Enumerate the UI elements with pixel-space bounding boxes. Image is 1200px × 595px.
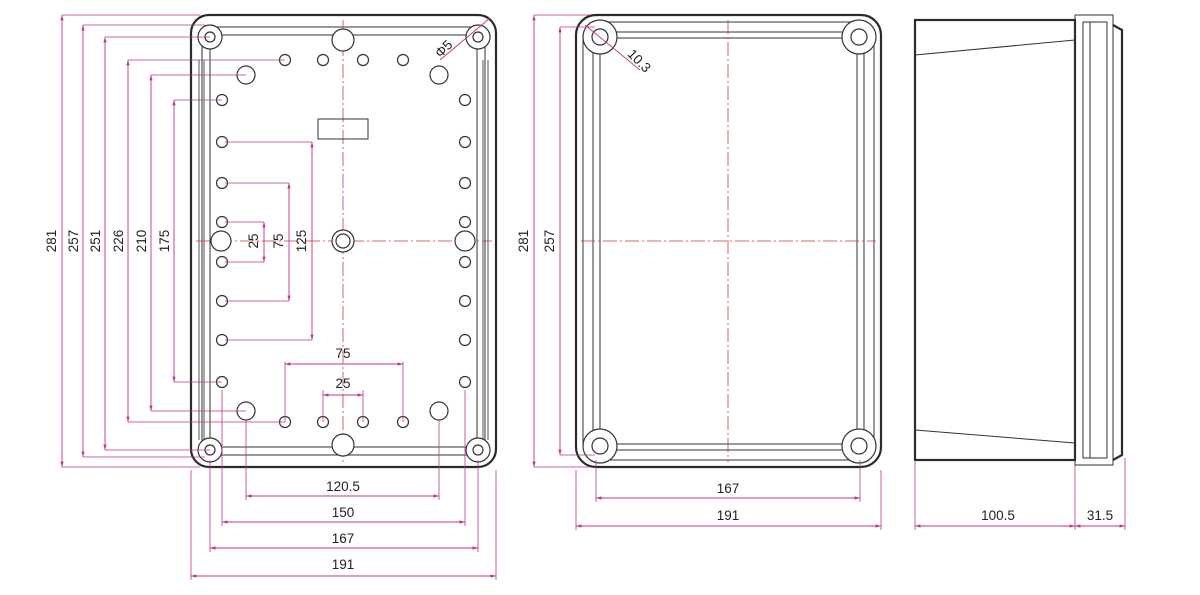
dim-226: 226 (111, 230, 126, 253)
small-hole (458, 215, 472, 229)
small-hole (356, 53, 370, 67)
small-hole (458, 93, 472, 107)
dim-125: 125 (294, 230, 309, 253)
dim-75-v: 75 (271, 233, 286, 248)
dim-281: 281 (44, 230, 59, 253)
front-height-dims (60, 14, 314, 468)
dim-25-v: 25 (246, 233, 261, 248)
small-hole (396, 53, 410, 67)
small-hole (458, 294, 472, 308)
front-view: 281 257 251 226 210 175 125 75 25 75 25 … (44, 13, 498, 580)
dim-257: 257 (66, 230, 81, 253)
open-view: 10.3 281 257 167 191 (516, 13, 883, 530)
side-ribs (198, 60, 489, 440)
open-dim-281: 281 (516, 230, 531, 253)
dim-191: 191 (332, 557, 355, 572)
front-width-dims: 120.5 150 167 191 (190, 390, 497, 580)
dim-167: 167 (332, 531, 355, 546)
small-hole (458, 333, 472, 347)
open-height-dims: 281 257 (516, 14, 595, 468)
dim-150: 150 (332, 505, 355, 520)
open-dim-167: 167 (717, 481, 740, 496)
dim-25-h: 25 (335, 376, 350, 391)
small-hole (458, 176, 472, 190)
side-depth-dims: 100.5 31.5 (914, 458, 1126, 530)
side-dim-31-5: 31.5 (1087, 508, 1113, 523)
corner-radius-label: 10.3 (625, 46, 654, 75)
side-view: 100.5 31.5 (913, 14, 1126, 530)
open-dim-191: 191 (717, 508, 740, 523)
open-width-dims: 167 191 (575, 460, 882, 530)
open-corner-bosses (582, 19, 877, 464)
label-recess (317, 118, 369, 140)
small-holes (215, 53, 472, 429)
front-height-labels: 281 257 251 226 210 175 125 75 25 (44, 230, 309, 253)
hole-diameter-label: Φ5 (432, 37, 456, 61)
dim-251: 251 (88, 230, 103, 253)
front-inner-dims: 75 25 Φ5 (284, 17, 491, 422)
small-hole (458, 135, 472, 149)
small-hole (316, 53, 330, 67)
dim-75-h: 75 (335, 346, 350, 361)
dim-120-5: 120.5 (326, 479, 360, 494)
open-dim-257: 257 (542, 230, 557, 253)
dim-210: 210 (134, 230, 149, 253)
small-hole (458, 255, 472, 269)
small-hole (458, 375, 472, 389)
dim-175: 175 (157, 230, 172, 253)
side-dim-100-5: 100.5 (981, 508, 1015, 523)
